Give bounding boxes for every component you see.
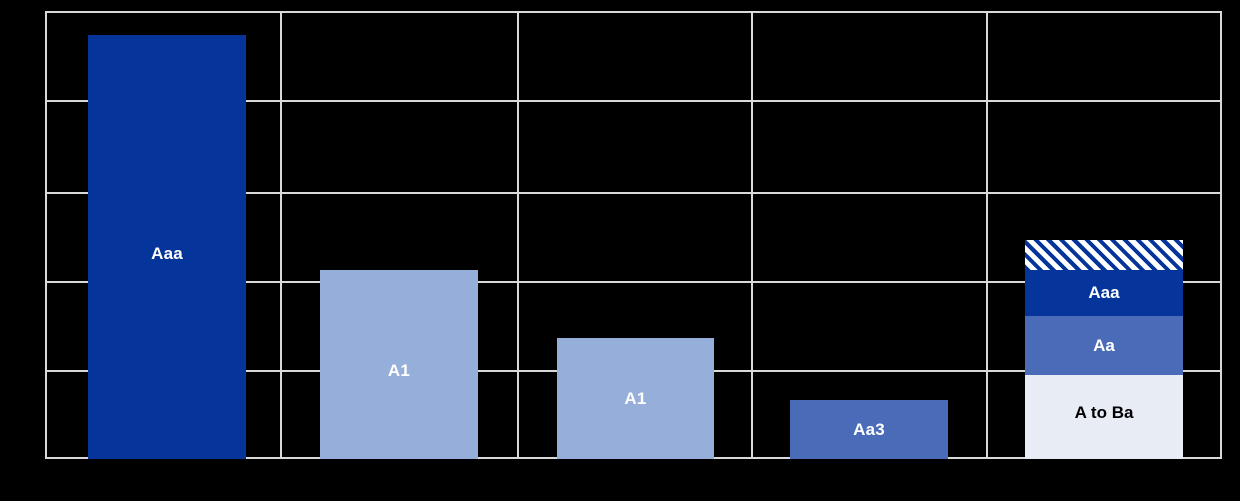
plot-area: Aaa A1 A1 Aa3 Aaa Aa: [45, 11, 1222, 459]
bar-1[interactable]: A1: [320, 270, 478, 459]
bar-2[interactable]: A1: [557, 338, 714, 459]
bar-4-segment-aa[interactable]: Aa: [1025, 316, 1183, 375]
bar-0[interactable]: Aaa: [88, 35, 246, 459]
bar-label-2: A1: [624, 389, 647, 408]
bar-label-0: Aaa: [151, 244, 183, 263]
bar-4-segment-label-a-to-ba: A to Ba: [1074, 403, 1134, 422]
bar-label-1: A1: [387, 361, 411, 380]
bars: Aaa A1 A1 Aa3 Aaa Aa: [45, 11, 1222, 459]
bar-4-stacked[interactable]: Aaa Aa A to Ba: [1025, 240, 1183, 459]
bar-4-segment-label-aaa: Aaa: [1088, 283, 1120, 302]
bar-4-segment-aaa[interactable]: Aaa: [1025, 270, 1183, 316]
bar-4-segment-label-aa: Aa: [1093, 336, 1115, 355]
bar-4-segment-a-to-ba[interactable]: A to Ba: [1025, 375, 1183, 459]
bar-3[interactable]: Aa3: [790, 400, 948, 459]
bar-label-3: Aa3: [853, 420, 885, 439]
bar-4-segment-hatched-cap[interactable]: [1025, 240, 1183, 270]
